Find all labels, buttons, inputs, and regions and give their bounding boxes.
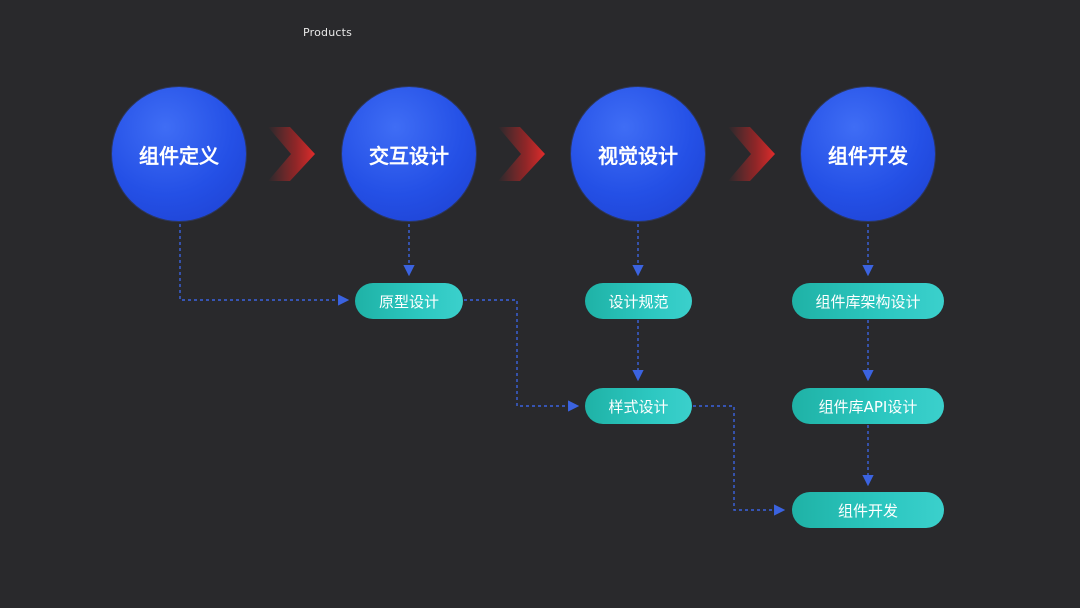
step-prototype-design: 原型设计 xyxy=(355,283,463,319)
step-style-design: 样式设计 xyxy=(585,388,692,424)
header-label: Products xyxy=(303,26,353,39)
step-design-spec: 设计规范 xyxy=(585,283,692,319)
chevron-arrow-1 xyxy=(268,127,315,181)
step-library-api: 组件库API设计 xyxy=(792,388,944,424)
connector-prototype-to-style xyxy=(464,299,580,412)
stage-component-definition: 组件定义 xyxy=(112,87,246,221)
step-library-architecture: 组件库架构设计 xyxy=(792,283,944,319)
chevron-arrow-2 xyxy=(498,127,545,181)
step-component-dev: 组件开发 xyxy=(792,492,944,528)
stage-component-development: 组件开发 xyxy=(801,87,935,221)
chevron-arrow-3 xyxy=(728,127,775,181)
stage-interaction-design: 交互设计 xyxy=(342,87,476,221)
stage-visual-design: 视觉设计 xyxy=(571,87,705,221)
connector-style-to-dev xyxy=(693,405,786,516)
connector-definition-to-prototype xyxy=(179,224,350,306)
